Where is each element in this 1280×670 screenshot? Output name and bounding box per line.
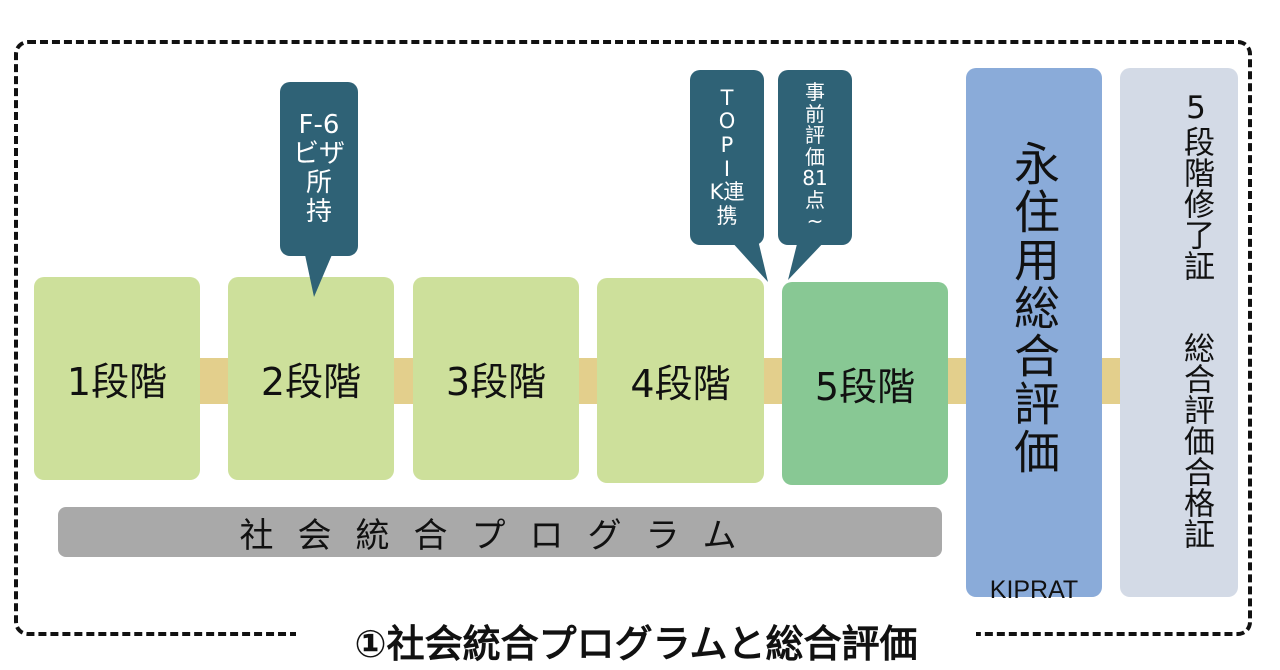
pre-eval-callout-line: 81 [802,166,828,191]
topik-callout-line: I [723,156,731,181]
caption-text: ①社会統合プログラムと総合評価 [354,621,918,666]
program-bar-label: 社会統合プログラム [239,515,761,556]
topik-callout-line: T [720,85,734,110]
pre-eval-callout-line: 事 [805,79,825,104]
kiprat-title: 永住用総合評価 [1007,140,1061,476]
stage-2-box: 2段階 [228,277,394,480]
certificate-line-1: 5段階修了証 [1178,90,1214,281]
stage-2-label: 2段階 [260,360,362,404]
stage-4-label: 4段階 [630,362,731,406]
f6-visa-callout: F-6 ビザ 所 持 [280,82,358,256]
stage-5-box: 5段階 [782,282,948,485]
stage-1-label: 1段階 [66,360,168,404]
f6-callout-line: ビザ 所 [292,138,345,198]
stage-1-box: 1段階 [34,277,200,480]
pre-evaluation-callout-pointer [788,240,826,280]
f6-callout-pointer [304,250,334,297]
topik-callout-line: 携 [716,203,738,228]
kiprat-label: KIPRAT [989,576,1079,604]
diagram-caption: ①社会統合プログラムと総合評価 [296,614,976,666]
stage-3-label: 3段階 [445,360,547,404]
pre-eval-callout-line: 評 [805,123,825,148]
topik-callout-line: O [718,109,736,134]
topik-callout: T O P I K連 携 [690,70,764,245]
stage-4-box: 4段階 [597,278,764,483]
topik-callout-line: K連 [709,180,745,205]
topik-callout-line: P [720,132,734,157]
f6-callout-line: F-6 [298,109,340,140]
certificate-line-2: 総合評価合格証 [1178,332,1214,549]
certificate-box: 5段階修了証 総合評価合格証 [1120,68,1238,597]
stage-3-box: 3段階 [413,277,579,480]
topik-callout-pointer [730,240,768,282]
pre-eval-callout-line: 前 [805,101,825,126]
pre-evaluation-callout: 事 前 評 価 81 点 ~ [778,70,852,245]
social-integration-program-bar: 社会統合プログラム [58,507,942,557]
permanent-residence-evaluation-box: 永住用総合評価 KIPRAT [966,68,1102,604]
pre-eval-callout-line: 価 [805,144,825,169]
pre-eval-callout-line: ~ [806,209,824,234]
f6-callout-line: 持 [305,197,332,228]
stage-5-label: 5段階 [814,365,916,409]
pre-eval-callout-line: 点 [805,187,825,212]
